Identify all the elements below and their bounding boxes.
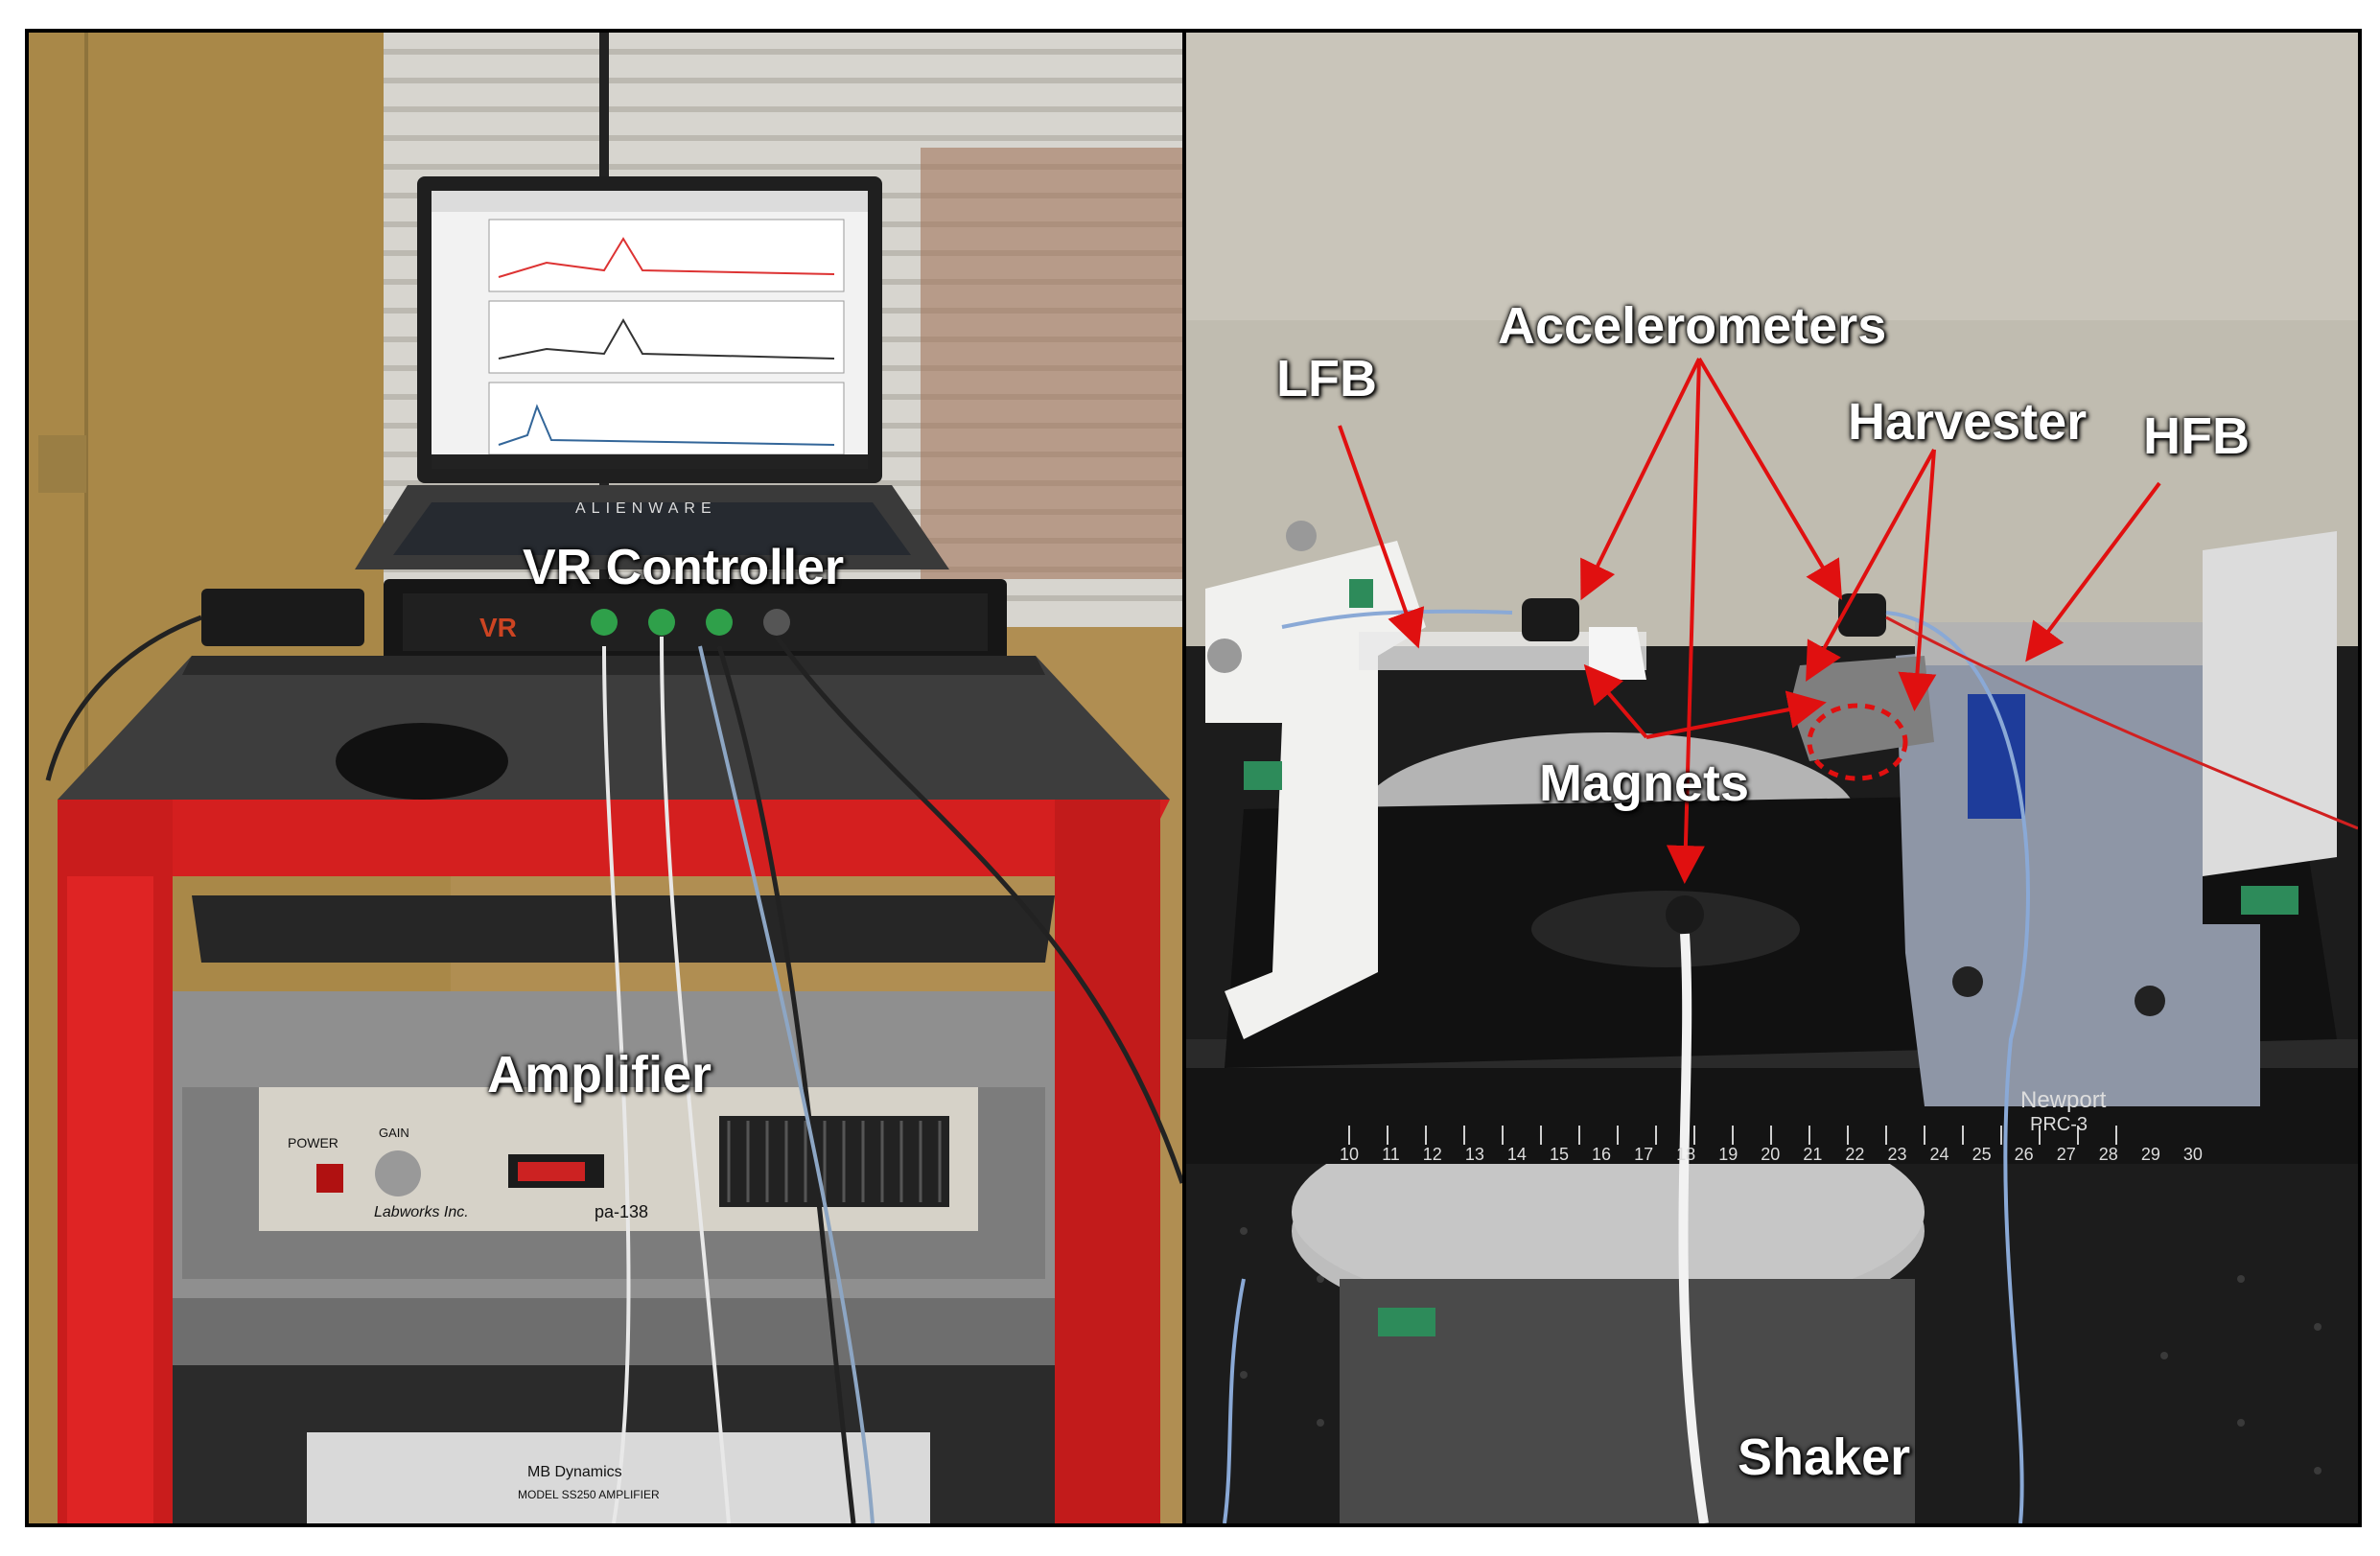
right-photo-panel: Newport PRC-3 10 11 12 13 14 15 16 17 18… [1182, 29, 2362, 1527]
accelerometers-label: Accelerometers [1498, 297, 1887, 355]
hfb-label: HFB [2143, 407, 2250, 465]
rail-model-text: PRC-3 [2030, 1114, 2088, 1135]
vr-controller-label: VR Controller [523, 540, 845, 595]
ruler-number: 30 [2182, 1145, 2203, 1164]
rail-brand-text: Newport [2020, 1087, 2107, 1113]
ruler-number: 21 [1803, 1145, 1823, 1164]
svg-text:VR: VR [479, 613, 517, 642]
ruler-number: 23 [1887, 1145, 1907, 1164]
ruler-number: 18 [1676, 1145, 1696, 1164]
shaker-amp-brand-text: MB Dynamics [527, 1464, 622, 1480]
lfb-label: LFB [1276, 350, 1377, 407]
ruler-numbers: 10 11 12 13 14 15 16 17 18 19 20 21 22 2… [1340, 1145, 2203, 1173]
accel-arrow-left [1580, 358, 1701, 601]
accel-arrow-center [1666, 358, 1705, 884]
ruler-number: 26 [2014, 1145, 2034, 1164]
left-photo-panel: VR VR [25, 29, 1186, 1527]
lab-cart-photo: VR VR [29, 33, 1182, 1523]
ruler-number: 16 [1592, 1145, 1612, 1164]
ruler-number: 19 [1718, 1145, 1738, 1164]
harvester-arrow-left [1806, 449, 1936, 683]
ruler-number: 12 [1422, 1145, 1442, 1164]
ruler-number: 13 [1464, 1145, 1484, 1164]
ruler-number: 29 [2140, 1145, 2160, 1164]
amplifier-label: Amplifier [487, 1046, 712, 1103]
amp-brand-text: Labworks Inc. [374, 1204, 469, 1220]
ruler-number: 28 [2098, 1145, 2118, 1164]
ruler-number: 22 [1845, 1145, 1865, 1164]
amp-power-text: POWER [288, 1135, 338, 1150]
ruler-number: 15 [1549, 1145, 1569, 1164]
ruler-number: 24 [1929, 1145, 1949, 1164]
lfb-arrow [1338, 425, 1425, 649]
magnet-arrow-left [1583, 663, 1648, 739]
ruler-number: 11 [1382, 1145, 1400, 1164]
shaker-setup-photo [1186, 33, 2358, 1523]
ruler-number: 27 [2056, 1145, 2076, 1164]
ruler-number: 10 [1340, 1145, 1360, 1164]
ruler-number: 17 [1634, 1145, 1654, 1164]
shaker-label: Shaker [1738, 1428, 1911, 1486]
harvester-label: Harvester [1848, 393, 2088, 451]
ruler-number: 14 [1506, 1145, 1527, 1164]
magnets-label: Magnets [1539, 755, 1750, 812]
harvester-arrow-right [1898, 449, 1937, 711]
hfb-arrow [2025, 481, 2161, 662]
magnet-arrow-right [1645, 690, 1827, 739]
amp-model-text: pa-138 [595, 1202, 649, 1221]
accel-arrow-right [1697, 357, 1843, 600]
laptop-brand-text: ALIENWARE [575, 500, 717, 517]
ruler-number: 20 [1761, 1145, 1781, 1164]
amp-gain-text: GAIN [379, 1126, 409, 1140]
ruler-number: 25 [1972, 1145, 1992, 1164]
shaker-amp-model-text: MODEL SS250 AMPLIFIER [518, 1488, 660, 1501]
annotation-arrows [1338, 357, 2161, 884]
